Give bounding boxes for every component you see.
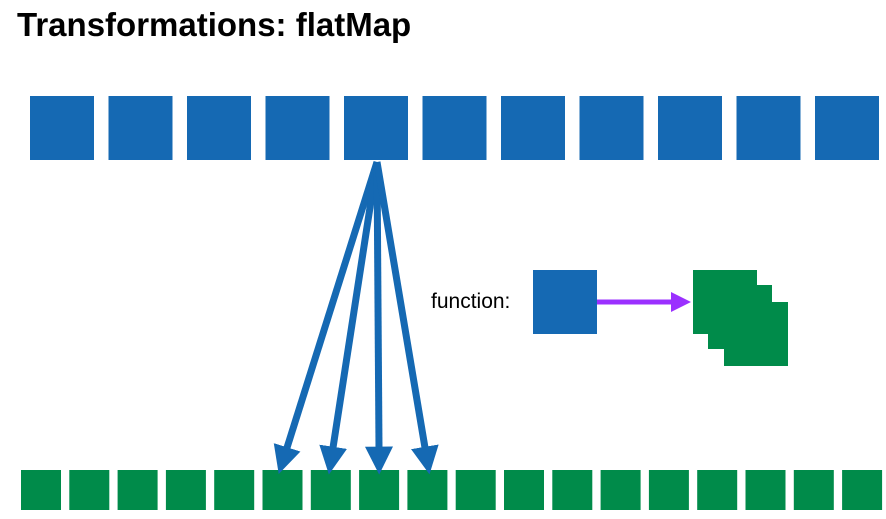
output-block <box>552 470 593 510</box>
input-block <box>658 96 722 160</box>
output-block <box>504 470 544 510</box>
output-block <box>842 470 883 510</box>
output-block <box>21 470 61 510</box>
input-block <box>30 96 94 160</box>
output-block-target <box>310 470 351 510</box>
input-block <box>187 96 251 160</box>
output-block-target <box>407 470 448 510</box>
input-row <box>30 96 879 160</box>
function-input-block <box>533 270 597 334</box>
input-block-source <box>344 96 408 160</box>
input-block <box>736 96 801 160</box>
output-block-target <box>262 470 303 510</box>
slide-title: Transformations: flatMap <box>17 6 412 43</box>
input-block <box>501 96 565 160</box>
output-block <box>697 470 738 510</box>
input-block <box>265 96 330 160</box>
input-block <box>579 96 644 160</box>
function-output-block <box>724 302 788 366</box>
output-block <box>648 470 689 510</box>
fan-out-arrow <box>364 161 393 475</box>
output-block <box>600 470 641 510</box>
output-block <box>165 470 206 510</box>
output-block <box>793 470 834 510</box>
fan-out-arrow <box>273 160 381 475</box>
output-row <box>21 470 883 510</box>
fan-out-arrow <box>373 161 439 475</box>
output-block <box>745 470 786 510</box>
input-block <box>108 96 173 160</box>
fan-out-arrows <box>273 160 439 475</box>
input-block <box>422 96 487 160</box>
input-block <box>815 96 879 160</box>
function-label: function: <box>431 290 511 313</box>
output-block <box>117 470 158 510</box>
output-block <box>455 470 496 510</box>
output-block <box>69 470 110 510</box>
function-example <box>533 270 788 366</box>
output-block <box>214 470 255 510</box>
fan-out-arrow <box>319 161 381 475</box>
output-block-target <box>359 470 400 510</box>
